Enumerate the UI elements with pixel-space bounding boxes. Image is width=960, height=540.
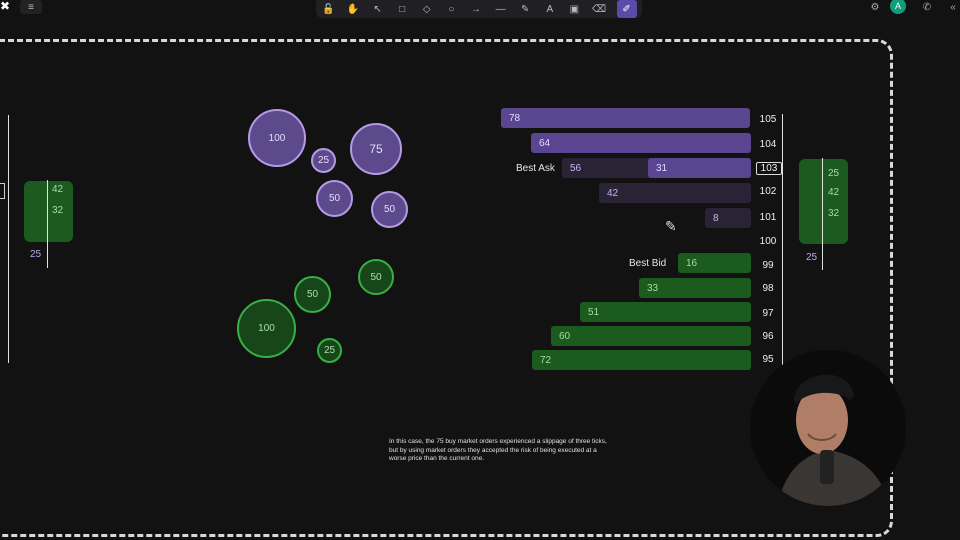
pencil-icon[interactable]: ✎ bbox=[520, 3, 530, 15]
price-axis-line bbox=[782, 114, 783, 366]
presenter-silhouette bbox=[750, 350, 906, 506]
hamburger-icon: ≡ bbox=[28, 1, 34, 13]
best-bid-label: Best Bid bbox=[629, 258, 667, 269]
left-price-axis bbox=[8, 115, 9, 363]
ask-bar-102[interactable]: 42 bbox=[599, 183, 751, 203]
eraser-icon[interactable]: ⌫ bbox=[591, 3, 607, 15]
price-level: 96 bbox=[762, 331, 774, 342]
price-level: 105 bbox=[759, 114, 777, 125]
price-level: 101 bbox=[759, 212, 777, 223]
arrow-icon[interactable]: → bbox=[470, 3, 481, 15]
sell-market-order-circle[interactable]: 25 bbox=[317, 338, 342, 363]
buy-market-order-circle[interactable]: 50 bbox=[371, 191, 408, 228]
buy-market-order-circle[interactable]: 25 bbox=[311, 148, 336, 173]
right-volume-stack bbox=[799, 159, 848, 244]
buy-market-order-circle[interactable]: 100 bbox=[248, 109, 306, 167]
price-level: 102 bbox=[759, 186, 777, 197]
avatar[interactable]: A bbox=[890, 0, 906, 14]
image-icon[interactable]: ▣ bbox=[569, 3, 580, 15]
bid-bar-95[interactable]: 72 bbox=[532, 350, 751, 370]
left-stack-value: 32 bbox=[52, 205, 64, 216]
laser-cursor-icon: ✎ bbox=[665, 218, 677, 234]
current-price-level: 103 bbox=[756, 162, 782, 175]
library-icon[interactable]: ⚙ bbox=[870, 1, 880, 13]
left-stack-value: 42 bbox=[52, 184, 64, 195]
collapse-icon[interactable]: « bbox=[950, 1, 956, 13]
select-icon[interactable]: ↖ bbox=[373, 3, 382, 15]
right-stack-value: 42 bbox=[828, 187, 840, 198]
laser-icon[interactable]: ✐ bbox=[616, 0, 637, 18]
bid-bar-97[interactable]: 51 bbox=[580, 302, 751, 322]
bid-bar-99[interactable]: 16 bbox=[678, 253, 751, 273]
ask-bar-103-filled[interactable]: 31 bbox=[648, 158, 751, 178]
app-logo-icon[interactable]: ✖ bbox=[0, 0, 11, 13]
buy-market-order-circle[interactable]: 50 bbox=[316, 180, 353, 217]
best-ask-label: Best Ask bbox=[516, 163, 555, 174]
ask-bar-104[interactable]: 64 bbox=[531, 133, 751, 153]
right-stack-value: 32 bbox=[828, 208, 840, 219]
frame-border bbox=[0, 39, 893, 537]
left-price-marker bbox=[0, 183, 5, 199]
lock-icon[interactable]: 🔓 bbox=[322, 3, 335, 15]
hand-icon[interactable]: ✋ bbox=[346, 3, 360, 15]
buy-market-order-circle[interactable]: 75 bbox=[350, 123, 402, 175]
bid-bar-98[interactable]: 33 bbox=[639, 278, 751, 298]
left-stack-divider bbox=[47, 180, 48, 268]
left-stack-below: 25 bbox=[30, 249, 42, 260]
bid-bar-96[interactable]: 60 bbox=[551, 326, 751, 346]
right-stack-value: 25 bbox=[828, 168, 840, 179]
price-level: 104 bbox=[759, 139, 777, 150]
price-level: 97 bbox=[762, 308, 774, 319]
left-volume-stack bbox=[24, 181, 73, 242]
diamond-icon[interactable]: ◇ bbox=[422, 3, 431, 15]
sell-market-order-circle[interactable]: 100 bbox=[237, 299, 296, 358]
line-icon[interactable]: — bbox=[495, 3, 506, 15]
sell-market-order-circle[interactable]: 50 bbox=[358, 259, 394, 295]
explanation-caption: In this case, the 75 buy market orders e… bbox=[389, 438, 607, 462]
right-stack-divider bbox=[822, 158, 823, 270]
ask-bar-105[interactable]: 78 bbox=[501, 108, 750, 128]
drawing-toolbar: 🔓 ✋ ↖ □ ◇ ○ → — ✎ A ▣ ⌫ ✐ bbox=[316, 0, 642, 18]
price-level: 100 bbox=[759, 236, 777, 247]
price-level: 99 bbox=[762, 260, 774, 271]
rectangle-icon[interactable]: □ bbox=[399, 3, 406, 15]
ask-bar-101[interactable]: 8 bbox=[705, 208, 751, 228]
main-menu-button[interactable]: ≡ bbox=[20, 0, 42, 14]
right-stack-below: 25 bbox=[806, 252, 818, 263]
price-level: 95 bbox=[762, 354, 774, 365]
sell-market-order-circle[interactable]: 50 bbox=[294, 276, 331, 313]
phone-icon[interactable]: ✆ bbox=[922, 1, 932, 13]
text-icon[interactable]: A bbox=[546, 3, 554, 15]
price-level: 98 bbox=[762, 283, 774, 294]
ellipse-icon[interactable]: ○ bbox=[448, 3, 455, 15]
webcam-overlay bbox=[750, 350, 906, 506]
